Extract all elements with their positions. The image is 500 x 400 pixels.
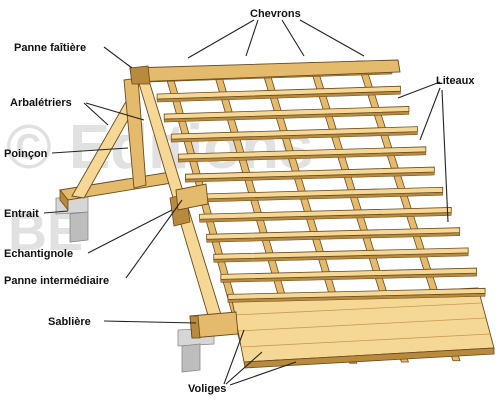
liteau-batten (177, 146, 427, 163)
leader-voliges-3 (229, 361, 297, 386)
label-echantignole: Echantignole (4, 248, 73, 260)
sabliere-end (189, 315, 201, 339)
leader-echantignole (87, 209, 173, 254)
leader-entrait (43, 210, 69, 214)
panne-faitiere-end (129, 65, 151, 85)
panne-intermediaire-beam (175, 183, 209, 211)
leader-arbaletriers-1 (83, 102, 109, 126)
liteau-batten-face (177, 146, 427, 160)
liteau-batten (199, 207, 452, 223)
leader-panne-faitiere (103, 46, 133, 69)
liteau-batten-face (163, 106, 410, 120)
volige-seam (234, 302, 483, 316)
leader-liteaux-1 (397, 81, 441, 99)
leader-liteaux-3 (441, 89, 449, 223)
liteau-batten-face (227, 287, 486, 300)
liteau-batten-face (220, 267, 478, 280)
leader-lines (43, 19, 449, 386)
walls (55, 195, 215, 373)
label-panne-intermediaire: Panne intermédiaire (4, 275, 109, 287)
leader-arbaletriers-2 (85, 102, 145, 121)
label-arbaletriers: Arbalétriers (10, 97, 72, 109)
leader-chevrons-2 (245, 19, 259, 57)
label-sabliere: Sablière (48, 316, 91, 328)
liteau-batten-face (206, 227, 461, 240)
leader-poincon (51, 147, 129, 154)
liteau-batten-face (156, 85, 401, 100)
liteau-batten-face (170, 126, 418, 140)
label-liteaux: Liteaux (436, 75, 475, 87)
left-wall-face (69, 211, 89, 243)
entrait-beam-end (59, 188, 69, 212)
label-entrait: Entrait (4, 208, 39, 220)
liteau-batten (227, 287, 486, 303)
labels: Chevrons Panne faîtière Liteaux Arbalétr… (4, 8, 475, 395)
leader-panne-intermediaire (125, 199, 183, 279)
liteau-batten (156, 85, 401, 103)
right-wall-face (181, 343, 201, 373)
liteau-batten (206, 227, 461, 243)
liteau-batten-face (199, 207, 452, 220)
label-chevrons: Chevrons (250, 8, 301, 20)
label-panne-faitiere: Panne faîtière (14, 42, 86, 54)
liteau-batten (170, 126, 418, 143)
liteau-batten-face (185, 166, 435, 180)
leader-chevrons-4 (299, 19, 365, 57)
liteau-batten (220, 267, 478, 283)
truss (59, 59, 401, 339)
leader-voliges-1 (223, 329, 245, 385)
leader-sabliere (103, 320, 197, 324)
volige-seam (237, 317, 487, 332)
volige-seam (240, 333, 491, 348)
liteau-batten (163, 106, 410, 123)
leader-chevrons-1 (187, 19, 255, 59)
liteau-batten-face (213, 247, 469, 260)
leader-chevrons-3 (281, 19, 305, 57)
liteau-batten (185, 166, 435, 183)
label-poincon: Poinçon (4, 148, 48, 160)
voliges-group (231, 287, 495, 369)
label-voliges: Voliges (188, 383, 226, 395)
leader-liteaux-2 (419, 87, 441, 141)
voliges-edge (243, 347, 495, 369)
leader-voliges-2 (225, 351, 263, 385)
liteau-batten (213, 247, 469, 263)
